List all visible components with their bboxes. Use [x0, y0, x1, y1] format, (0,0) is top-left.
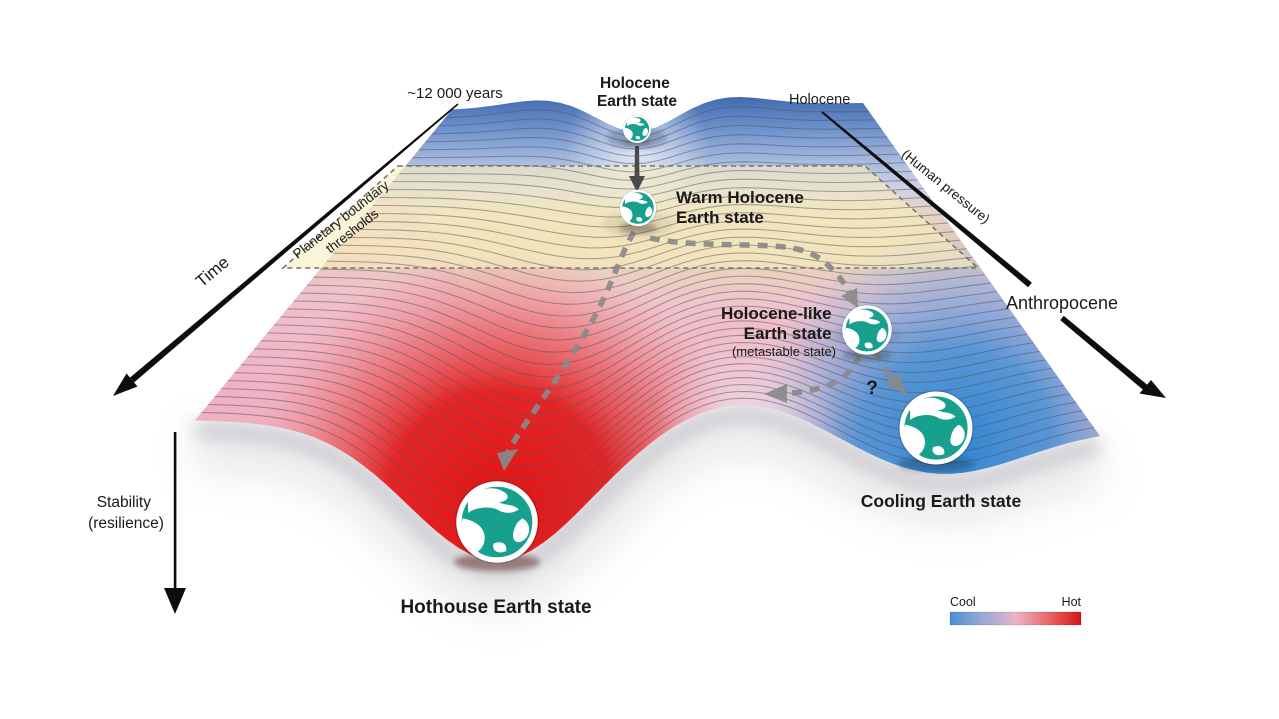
trajectory-arrowheads — [497, 288, 908, 471]
warm-holocene-globe — [618, 188, 658, 228]
holocene-like-state-label: Holocene-like Earth state (metastable st… — [721, 304, 836, 359]
hothouse-globe — [456, 481, 538, 563]
holocene-state-label: Holocene Earth state — [597, 75, 677, 110]
years-label: ~12 000 years — [407, 85, 503, 102]
holocene-state-line2: Earth state — [597, 93, 677, 110]
contour-lines — [201, 106, 1094, 548]
trajectory-to-hothouse — [505, 230, 637, 454]
time-axis-label: Time — [192, 253, 233, 291]
trajectory-to-holocene-like — [649, 235, 852, 294]
warm-globe-shadow — [619, 223, 657, 233]
holocene-globe — [622, 114, 652, 144]
trajectory-arrows — [497, 230, 908, 471]
stability-axis-line — [173, 432, 177, 592]
legend-cool-label: Cool — [950, 595, 976, 609]
stability-line1: Stability — [97, 494, 152, 511]
legend-hot-label: Hot — [1062, 595, 1082, 609]
trajectory-branch-left — [785, 353, 863, 396]
holocene-to-warm-arrow — [634, 146, 640, 178]
cooling-state-label: Cooling Earth state — [861, 491, 1022, 511]
hothouse-state-label: Hothouse Earth state — [400, 597, 591, 618]
warm-state-line2: Earth state — [676, 208, 764, 227]
holocene-axis-label: Holocene — [789, 92, 850, 108]
anthropocene-arrow-lower — [1060, 315, 1149, 391]
time-axis-arrow — [129, 103, 459, 383]
question-mark-label: ? — [866, 378, 878, 399]
globes — [454, 114, 974, 571]
anthropocene-arrowhead — [1139, 380, 1166, 398]
stability-axis-label: Stability (resilience) — [88, 494, 164, 532]
warm-state-line1: Warm Holocene — [676, 188, 804, 207]
axis-arrows — [113, 103, 1166, 614]
legend-gradient-bar — [949, 611, 1082, 626]
warm-state-label: Warm Holocene Earth state — [676, 188, 809, 227]
holocene-like-line3: (metastable state) — [732, 344, 836, 359]
holocene-state-line1: Holocene — [600, 75, 670, 92]
holocene-like-line2: Earth state — [744, 324, 832, 343]
stability-axis-arrowhead — [164, 588, 186, 614]
cooling-globe — [899, 391, 972, 464]
time-axis-arrowhead — [113, 373, 138, 396]
stability-line2: (resilience) — [88, 515, 164, 532]
color-legend: Cool Hot — [949, 595, 1082, 626]
ground-shadow — [194, 405, 1104, 613]
holocene-like-line1: Holocene-like — [721, 304, 832, 323]
holocene-to-warm-arrowhead — [629, 176, 645, 192]
anthropocene-axis-label: Anthropocene — [1006, 293, 1118, 313]
anthropocene-arrow-upper — [821, 111, 1032, 288]
holocene-like-globe — [840, 303, 894, 357]
